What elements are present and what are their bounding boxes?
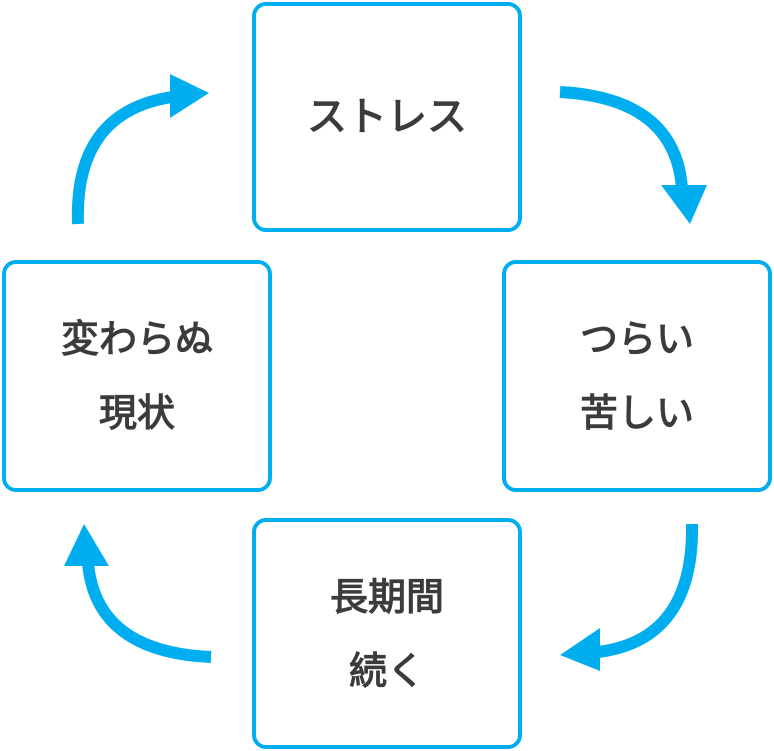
node-long-term-line-1: 長期間 — [329, 574, 444, 619]
node-long-term: 長期間 続く — [252, 518, 522, 749]
node-unchanged-situation-line-2: 現状 — [98, 391, 175, 435]
arrow-right-to-bottom — [597, 523, 699, 658]
arrowhead-left-to-top — [170, 74, 209, 118]
arrow-left-to-top — [71, 91, 173, 225]
arrow-bottom-to-left — [82, 562, 212, 663]
node-painful-line-1: つらい — [579, 317, 694, 361]
node-long-term-line-2: 続く — [348, 648, 425, 693]
node-stress-label: ストレス — [307, 94, 467, 140]
node-unchanged-situation: 変わらぬ 現状 — [2, 260, 272, 492]
node-painful: つらい 苦しい — [502, 260, 772, 492]
node-unchanged-situation-line-1: 変わらぬ — [60, 317, 213, 361]
node-painful-line-2: 苦しい — [579, 391, 694, 435]
arrowhead-bottom-to-left — [64, 524, 109, 566]
arrowhead-top-to-right — [661, 185, 707, 224]
arrowhead-right-to-bottom — [560, 628, 600, 671]
node-stress: ストレス — [252, 2, 522, 232]
arrow-top-to-right — [559, 86, 688, 189]
